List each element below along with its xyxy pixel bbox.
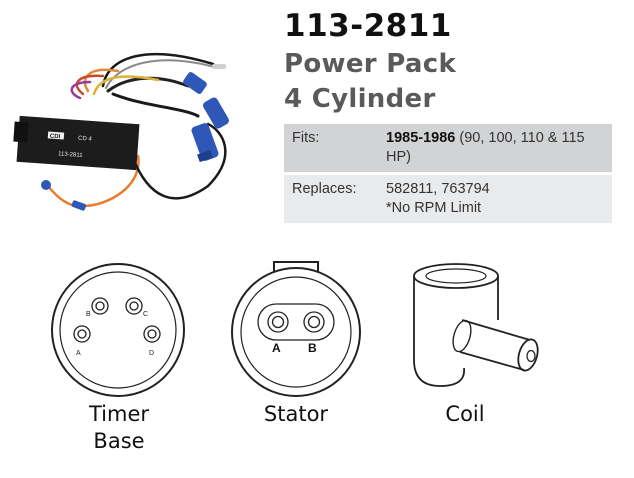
blue-connector-icon xyxy=(183,72,229,163)
stator-pin-b: B xyxy=(308,341,317,355)
fits-label: Fits: xyxy=(284,124,378,175)
replaces-note: *No RPM Limit xyxy=(386,200,482,216)
fits-row: Fits: 1985-1986 (90, 100, 110 & 115 HP) xyxy=(284,124,612,175)
power-pack-module: CDI CD 4 113-2811 xyxy=(13,115,140,171)
timer-pin-a: A xyxy=(76,350,81,357)
timer-base-label-line1: Timer xyxy=(88,402,150,426)
coil-label: Coil xyxy=(445,402,485,426)
module-part-number: 113-2811 xyxy=(58,151,83,159)
product-title: Power Pack xyxy=(284,49,457,79)
replaces-numbers: 582811, 763794 xyxy=(386,181,490,197)
spec-table: Fits: 1985-1986 (90, 100, 110 & 115 HP) … xyxy=(284,124,612,223)
replaces-label: Replaces: xyxy=(292,181,357,197)
fits-detail: (90, 100, 110 & 115 HP) xyxy=(386,130,585,165)
timer-pin-b: B xyxy=(86,311,91,318)
replaces-row: Replaces: 582811, 763794 *No RPM Limit xyxy=(284,173,612,224)
timer-base-diagram: A B C D xyxy=(51,263,185,397)
product-subtitle: 4 Cylinder xyxy=(284,84,436,114)
replaces-value: 582811, 763794 *No RPM Limit xyxy=(378,174,612,224)
part-number: 113-2811 xyxy=(284,8,452,44)
fits-years: 1985-1986 xyxy=(386,130,456,146)
power-pack-image: CDI CD 4 113-2811 xyxy=(13,52,229,211)
timer-pin-d: D xyxy=(149,350,154,357)
stator-pin-a: A xyxy=(272,341,281,355)
module-model: CD 4 xyxy=(78,136,93,143)
timer-pin-c: C xyxy=(143,311,148,318)
module-brand: CDI xyxy=(50,134,61,141)
fits-value: 1985-1986 (90, 100, 110 & 115 HP) xyxy=(378,124,612,175)
coil-diagram xyxy=(413,263,539,387)
timer-base-label: Timer Base xyxy=(66,401,172,455)
stator-diagram: A B xyxy=(231,261,361,397)
stator-label: Stator xyxy=(263,402,329,426)
timer-base-label-line2: Base xyxy=(93,429,145,453)
